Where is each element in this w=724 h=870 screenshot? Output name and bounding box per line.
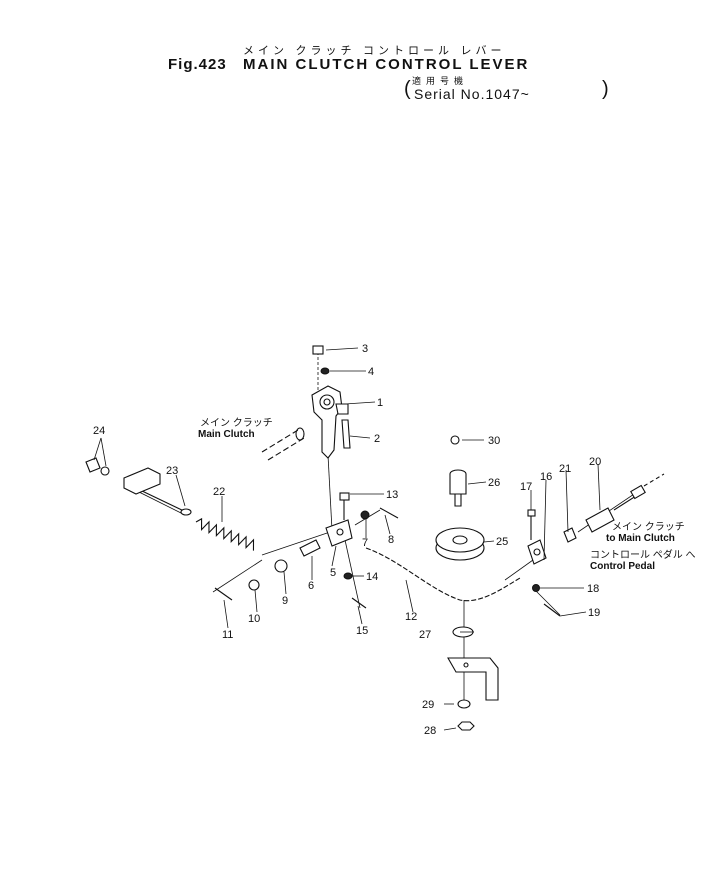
part-4-washer bbox=[320, 367, 330, 375]
callout-27: 27 bbox=[419, 629, 431, 641]
callout-14: 14 bbox=[366, 571, 378, 583]
callout-30: 30 bbox=[488, 435, 500, 447]
callout-9: 9 bbox=[282, 595, 288, 607]
callout-21: 21 bbox=[559, 463, 571, 475]
callout-leaders bbox=[93, 347, 601, 731]
callout-29: 29 bbox=[422, 699, 434, 711]
callout-7: 7 bbox=[362, 537, 368, 549]
part-17-bolt bbox=[527, 509, 536, 540]
note-main-clutch-left-en: Main Clutch bbox=[198, 429, 255, 440]
callout-22: 22 bbox=[213, 486, 225, 498]
part-26-shaft bbox=[449, 469, 467, 507]
title-japanese: メイン クラッチ コントロール レバー bbox=[243, 44, 506, 57]
part-9-joint bbox=[274, 559, 288, 573]
side-notes: メイン クラッチ Main Clutch メイン クラッチ to Main Cl… bbox=[198, 417, 696, 572]
callout-24: 24 bbox=[93, 425, 105, 437]
note-main-clutch-right-jp: メイン クラッチ bbox=[612, 521, 685, 533]
callout-25: 25 bbox=[496, 536, 508, 548]
part-7-nut bbox=[360, 510, 370, 520]
callout-28: 28 bbox=[424, 725, 436, 737]
part-10-washer bbox=[248, 579, 260, 591]
callout-8: 8 bbox=[388, 534, 394, 546]
part-8-pin bbox=[379, 507, 399, 519]
part-29-washer bbox=[457, 699, 471, 709]
part-30-grease-fitting bbox=[450, 435, 460, 445]
main-clutch-rod-right bbox=[613, 473, 665, 511]
serial-number: Serial No.1047~ bbox=[414, 86, 530, 102]
callout-17: 17 bbox=[520, 481, 532, 493]
part-13-bolt bbox=[339, 492, 350, 520]
applicable-japanese: 適用号機 bbox=[412, 77, 469, 87]
part-11-pin bbox=[214, 587, 233, 601]
part-23-rod bbox=[139, 489, 192, 516]
callout-12: 12 bbox=[405, 611, 417, 623]
callout-10: 10 bbox=[248, 613, 260, 625]
part-19-pin bbox=[543, 603, 561, 617]
part-18-washer bbox=[532, 584, 540, 592]
callout-18: 18 bbox=[587, 583, 599, 595]
callout-16: 16 bbox=[540, 471, 552, 483]
note-control-pedal-en: Control Pedal bbox=[590, 561, 655, 572]
part-28-nut bbox=[457, 721, 475, 731]
callout-19: 19 bbox=[588, 607, 600, 619]
part-22-spring bbox=[195, 517, 255, 551]
callout-11: 11 bbox=[222, 629, 233, 641]
part-25-sprocket bbox=[435, 527, 485, 561]
callout-5: 5 bbox=[330, 567, 336, 579]
callout-20: 20 bbox=[589, 456, 601, 468]
paren-close: ) bbox=[602, 78, 609, 100]
callout-3: 3 bbox=[362, 343, 368, 355]
callout-26: 26 bbox=[488, 477, 500, 489]
part-2-bolt bbox=[341, 419, 351, 449]
left-bracket bbox=[123, 467, 161, 495]
part-21-nut bbox=[563, 527, 577, 543]
center-lines bbox=[124, 352, 641, 700]
note-main-clutch-right-en: to Main Clutch bbox=[606, 533, 675, 544]
paren-open: ( bbox=[404, 78, 411, 100]
main-clutch-shaft-left bbox=[261, 427, 305, 461]
callout-1: 1 bbox=[377, 397, 383, 409]
callout-15: 15 bbox=[356, 625, 368, 637]
note-main-clutch-left-jp: メイン クラッチ bbox=[200, 417, 273, 429]
part-12-chain bbox=[365, 547, 521, 602]
part-14-nut bbox=[343, 572, 353, 580]
part-5-bracket bbox=[325, 519, 353, 547]
callout-23: 23 bbox=[166, 465, 178, 477]
callout-6: 6 bbox=[308, 580, 314, 592]
note-control-pedal-jp: コントロール ペダル へ bbox=[590, 548, 696, 561]
part-20-adjuster bbox=[585, 507, 615, 533]
page-title: MAIN CLUTCH CONTROL LEVER bbox=[243, 56, 530, 73]
part-15-pin bbox=[351, 597, 367, 609]
part-24-nuts bbox=[85, 457, 110, 476]
callout-2: 2 bbox=[374, 433, 380, 445]
callout-13: 13 bbox=[386, 489, 398, 501]
figure-number: Fig.423 bbox=[168, 56, 227, 73]
part-1-lever bbox=[311, 385, 349, 459]
callout-numbers: 3 4 1 2 30 26 13 25 17 16 21 20 18 19 27… bbox=[93, 343, 601, 737]
part-3-nut bbox=[312, 345, 324, 355]
part-6-pin bbox=[299, 539, 321, 557]
support-bracket bbox=[447, 657, 499, 701]
part-16-joint bbox=[527, 539, 547, 565]
callout-4: 4 bbox=[368, 366, 374, 378]
